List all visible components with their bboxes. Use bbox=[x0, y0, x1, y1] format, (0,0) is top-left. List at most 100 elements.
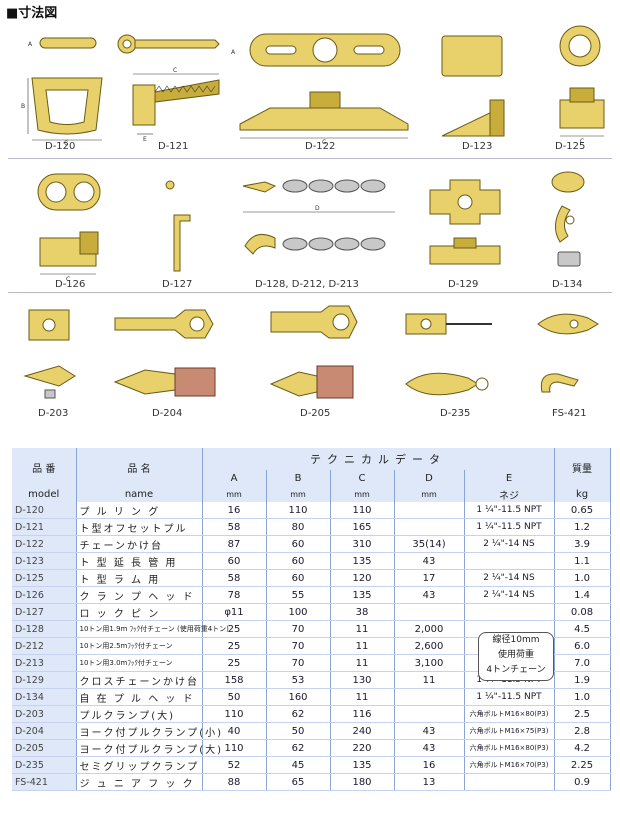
d-cell: 35(14) bbox=[394, 535, 465, 553]
d-cell: 43 bbox=[394, 739, 465, 757]
svg-text:D: D bbox=[315, 205, 320, 212]
header-tech-title: テクニカルデータ bbox=[202, 448, 555, 470]
weight-cell: 1.0 bbox=[554, 569, 611, 587]
e-cell: 六角ボルトM16×80(P3) bbox=[464, 705, 555, 723]
c-cell: 135 bbox=[330, 586, 395, 604]
header-unit-d: mm bbox=[394, 486, 465, 502]
model-cell: D-212 bbox=[12, 637, 77, 655]
c-cell: 11 bbox=[330, 654, 395, 672]
a-cell: 110 bbox=[202, 739, 267, 757]
a-cell: 58 bbox=[202, 518, 267, 536]
weight-cell: 2.5 bbox=[554, 705, 611, 723]
e-cell: 1 ¼"-11.5 NPT bbox=[464, 688, 555, 706]
d-134-label: D-134 bbox=[552, 279, 583, 290]
e-cell bbox=[464, 552, 555, 570]
d-125-drawing: C bbox=[559, 25, 605, 145]
svg-text:E: E bbox=[143, 136, 147, 143]
svg-text:C: C bbox=[322, 139, 326, 146]
e-cell: 1 ¼"-11.5 NPT bbox=[464, 518, 555, 536]
d-122-label: D-122 bbox=[305, 141, 336, 152]
b-cell: 50 bbox=[266, 722, 331, 740]
d-cell: 43 bbox=[394, 722, 465, 740]
b-cell: 55 bbox=[266, 586, 331, 604]
header-weight-jp: 質量 bbox=[554, 448, 611, 486]
header-col-a: A bbox=[202, 470, 267, 486]
e-cell: 2 ¼"-14 NS bbox=[464, 535, 555, 553]
svg-text:C: C bbox=[64, 140, 68, 147]
d-129-label: D-129 bbox=[448, 279, 479, 290]
chain-note-line-2: 使用荷重 bbox=[497, 650, 534, 660]
name-cell: ト 型 ラ ム 用 bbox=[76, 569, 203, 587]
name-cell: ジ ュ ニ ア フ ッ ク bbox=[76, 773, 203, 791]
model-cell: D-128 bbox=[12, 620, 77, 638]
a-cell: φ11 bbox=[202, 603, 267, 621]
d-123-drawing bbox=[441, 35, 505, 137]
c-cell: 11 bbox=[330, 688, 395, 706]
c-cell: 130 bbox=[330, 671, 395, 689]
name-cell: ヨーク付プルクランプ(大) bbox=[76, 739, 221, 757]
model-cell: D-122 bbox=[12, 535, 77, 553]
header-unit-b: mm bbox=[266, 486, 331, 502]
name-cell: プ ル リ ン グ bbox=[76, 502, 203, 519]
name-cell: 10トン用3.0mﾌｯｸ付チェーン bbox=[76, 654, 203, 672]
weight-cell: 3.9 bbox=[554, 535, 611, 553]
e-cell: 六角ボルトM16×75(P3) bbox=[464, 722, 555, 740]
svg-text:B: B bbox=[21, 103, 25, 110]
weight-cell: 1.4 bbox=[554, 586, 611, 604]
name-cell: ク ラ ン プ ヘ ッ ド bbox=[76, 586, 203, 604]
c-cell: 180 bbox=[330, 773, 395, 791]
model-cell: D-204 bbox=[12, 722, 77, 740]
header-col-d: D bbox=[394, 470, 465, 486]
b-cell: 110 bbox=[266, 502, 331, 519]
name-cell: ト 型 延 長 管 用 bbox=[76, 552, 203, 570]
a-cell: 25 bbox=[202, 620, 267, 638]
section-title: ■寸法図 bbox=[6, 6, 58, 21]
a-cell: 87 bbox=[202, 535, 267, 553]
name-cell: セミグリップクランプ bbox=[76, 756, 203, 774]
a-cell: 25 bbox=[202, 654, 267, 672]
e-cell: 1 ¼"-11.5 NPT bbox=[464, 502, 555, 519]
e-cell bbox=[464, 773, 555, 791]
weight-cell: 4.5 bbox=[554, 620, 611, 638]
name-cell: プルクランプ(大) bbox=[76, 705, 203, 723]
b-cell: 62 bbox=[266, 739, 331, 757]
d-127-label: D-127 bbox=[162, 279, 193, 290]
model-cell: FS-421 bbox=[12, 773, 77, 791]
name-cell: ト型オフセットプル bbox=[76, 518, 203, 536]
b-cell: 160 bbox=[266, 688, 331, 706]
header-col-b: B bbox=[266, 470, 331, 486]
b-cell: 70 bbox=[266, 654, 331, 672]
d-134-drawing bbox=[551, 171, 585, 267]
b-cell: 70 bbox=[266, 637, 331, 655]
c-cell: 240 bbox=[330, 722, 395, 740]
weight-cell: 7.0 bbox=[554, 654, 611, 672]
chain-note-line-1: 線径10mm bbox=[492, 635, 540, 645]
b-cell: 62 bbox=[266, 705, 331, 723]
name-cell: クロスチェーンかけ台 bbox=[76, 671, 203, 689]
b-cell: 60 bbox=[266, 569, 331, 587]
b-cell: 60 bbox=[266, 552, 331, 570]
header-col-c: C bbox=[330, 470, 395, 486]
header-unit-kg: kg bbox=[554, 486, 611, 502]
model-cell: D-129 bbox=[12, 671, 77, 689]
name-cell: 10トン用1.9m ﾌｯｸ付チェーン (使用荷重4トン) bbox=[76, 620, 229, 638]
header-col-e: E bbox=[464, 470, 555, 486]
a-cell: 25 bbox=[202, 637, 267, 655]
chain-note: 線径10mm 使用荷重 4トンチェーン bbox=[478, 632, 554, 681]
d-cell bbox=[394, 705, 465, 723]
c-cell: 135 bbox=[330, 756, 395, 774]
model-cell: D-235 bbox=[12, 756, 77, 774]
header-model-jp: 品 番 bbox=[12, 448, 77, 486]
d-204-label: D-204 bbox=[152, 408, 183, 419]
d-cell bbox=[394, 518, 465, 536]
d-205-label: D-205 bbox=[300, 408, 331, 419]
c-cell: 165 bbox=[330, 518, 395, 536]
